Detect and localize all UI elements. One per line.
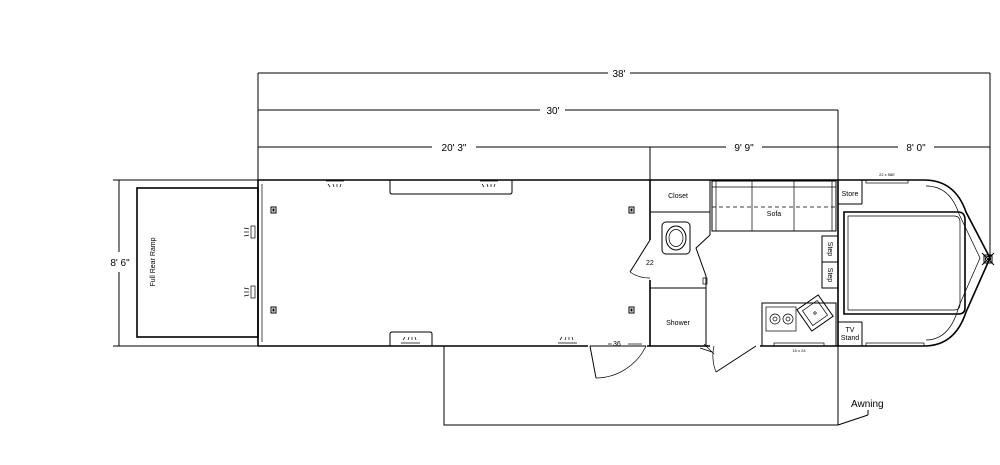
light-icon-1 bbox=[326, 180, 344, 188]
tie-down-icon-3 bbox=[628, 206, 635, 214]
door-22-label: 22 bbox=[646, 260, 654, 267]
light-icon-3 bbox=[401, 336, 420, 344]
step-label-2: Step bbox=[826, 268, 833, 283]
rear-ramp: Full Rear Ramp bbox=[136, 187, 259, 338]
living-length-label: 9' 9" bbox=[734, 143, 754, 154]
dimension-garage: 20' 3" bbox=[258, 143, 651, 180]
dimension-body: 30' bbox=[258, 106, 839, 180]
toilet-icon bbox=[661, 221, 691, 255]
body-length-label: 30' bbox=[546, 106, 559, 117]
width-label: 8' 6" bbox=[110, 258, 130, 269]
bath-door: 22 bbox=[629, 239, 654, 279]
entry-door: 36 bbox=[589, 341, 647, 379]
store-label: Store bbox=[842, 191, 859, 198]
light-icon-2 bbox=[480, 180, 498, 188]
gooseneck-window-label: 22 x 58E bbox=[879, 172, 895, 177]
sofa: Sofa bbox=[711, 180, 837, 232]
ramp-label: Full Rear Ramp bbox=[150, 237, 157, 286]
dimension-width: 8' 6" bbox=[110, 179, 258, 347]
trailer-outline bbox=[257, 179, 991, 347]
door-36-label: 36 bbox=[613, 341, 621, 348]
wall-light-icon-1 bbox=[243, 225, 256, 239]
sofa-label: Sofa bbox=[767, 211, 782, 218]
step-label-1: Step bbox=[826, 242, 833, 257]
stove-icon bbox=[765, 306, 797, 332]
sink-icon bbox=[796, 294, 834, 332]
awning-label: Awning bbox=[851, 399, 884, 410]
overall-length-label: 38' bbox=[612, 69, 625, 80]
hitch-icon bbox=[981, 252, 995, 266]
wall-light-icon-2 bbox=[243, 285, 256, 299]
galley: 15 x 24 bbox=[761, 294, 837, 353]
dimension-living: 9' 9" bbox=[650, 143, 838, 154]
garage-window-top bbox=[389, 180, 513, 195]
shower-label: Shower bbox=[666, 320, 690, 327]
light-icon-4 bbox=[558, 336, 577, 344]
steps: Step Step bbox=[821, 235, 839, 289]
tv-label-line1: TV bbox=[846, 327, 855, 334]
closet-label: Closet bbox=[668, 193, 688, 200]
garage-length-label: 20' 3" bbox=[442, 143, 467, 154]
dimension-gooseneck: 8' 0" bbox=[838, 143, 990, 154]
dimension-overall: 38' bbox=[257, 69, 991, 258]
gooseneck-length-label: 8' 0" bbox=[906, 143, 926, 154]
tie-down-icon-1 bbox=[270, 206, 277, 214]
galley-window-label: 15 x 24 bbox=[792, 348, 806, 353]
tie-down-icon-4 bbox=[628, 306, 635, 314]
garage-window-bottom bbox=[389, 331, 433, 346]
tie-down-icon-2 bbox=[270, 306, 277, 314]
shower: Shower bbox=[666, 320, 690, 327]
awning: Awning bbox=[443, 346, 884, 426]
living-door bbox=[699, 343, 757, 373]
tv-label-line2: Stand bbox=[841, 335, 859, 342]
